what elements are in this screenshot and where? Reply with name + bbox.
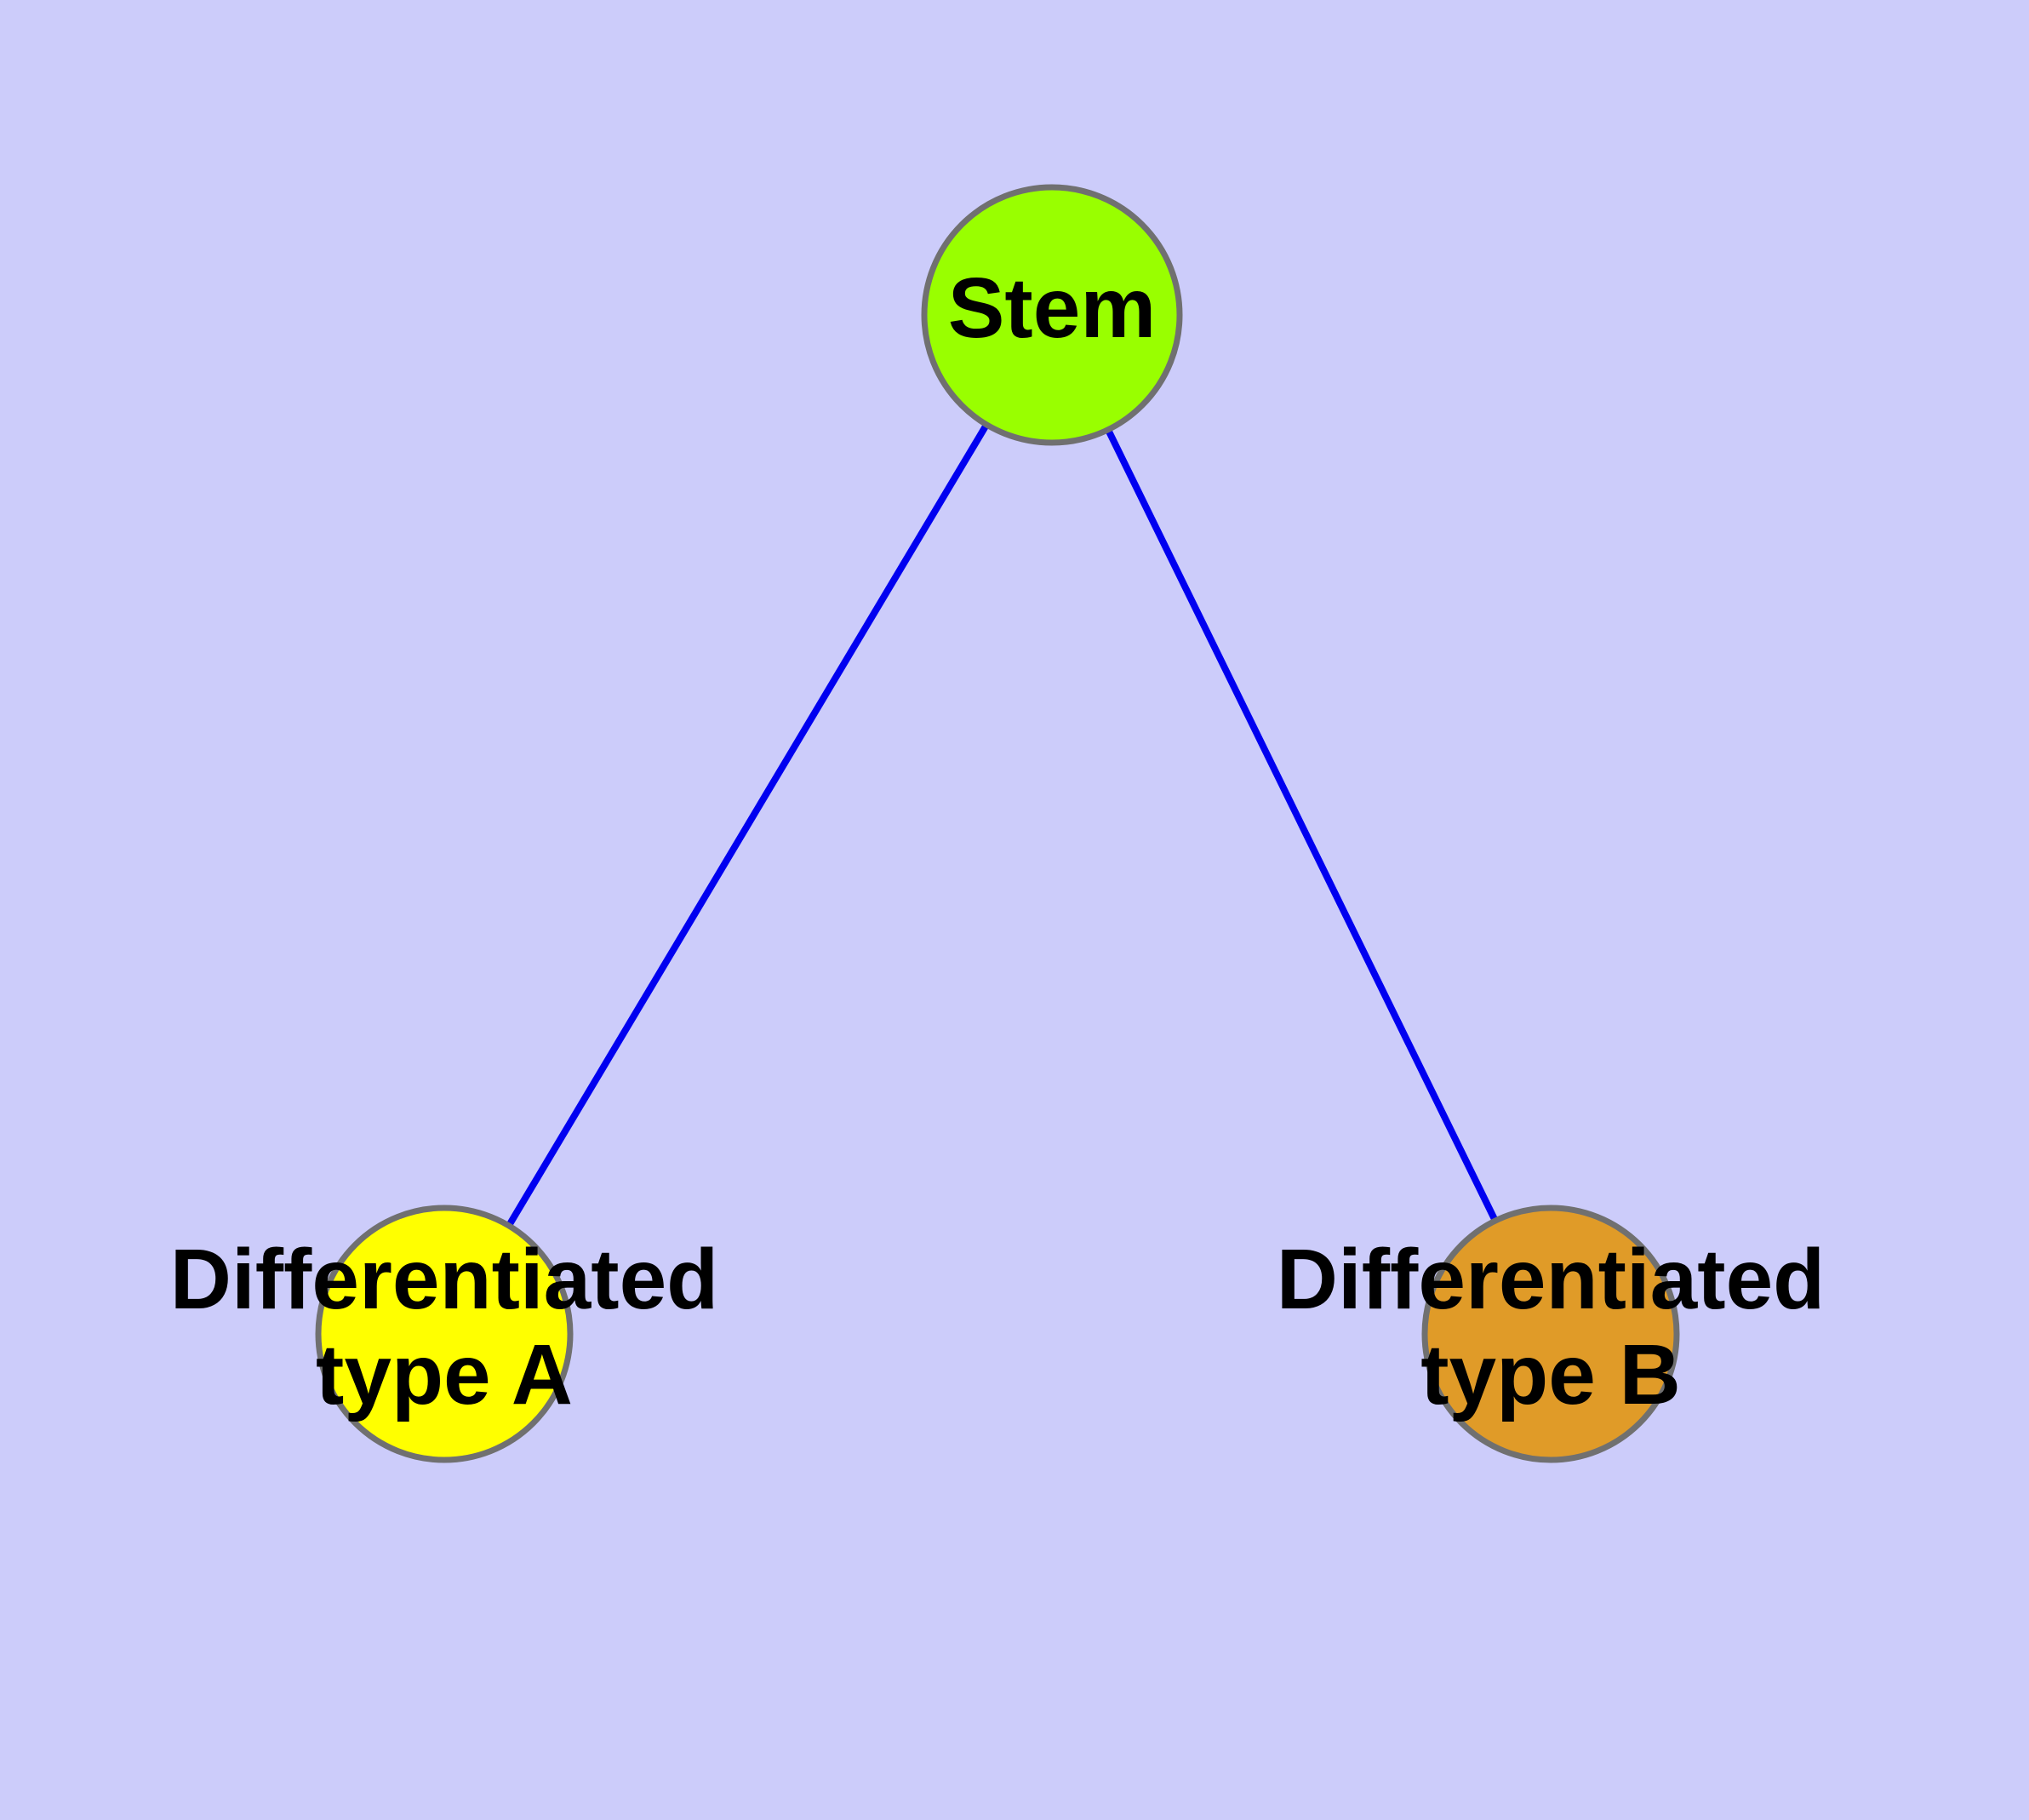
node-diff_a[interactable] <box>315 1205 574 1463</box>
node-label-line: type A <box>316 1327 573 1422</box>
node-label-line: type B <box>1420 1327 1681 1422</box>
nodes-layer <box>315 184 1680 1463</box>
node-diff_b[interactable] <box>1421 1205 1680 1463</box>
node-label-stem: Stem <box>948 260 1157 356</box>
node-stem[interactable] <box>921 184 1183 446</box>
node-label-line: Differentiated <box>170 1232 719 1327</box>
edges-layer <box>505 421 1500 1229</box>
edge-stem-diff-b[interactable] <box>1104 426 1500 1224</box>
node-label-line: Stem <box>948 260 1157 356</box>
node-label-line: Differentiated <box>1277 1232 1826 1327</box>
edge-stem-diff-a[interactable] <box>505 421 991 1229</box>
